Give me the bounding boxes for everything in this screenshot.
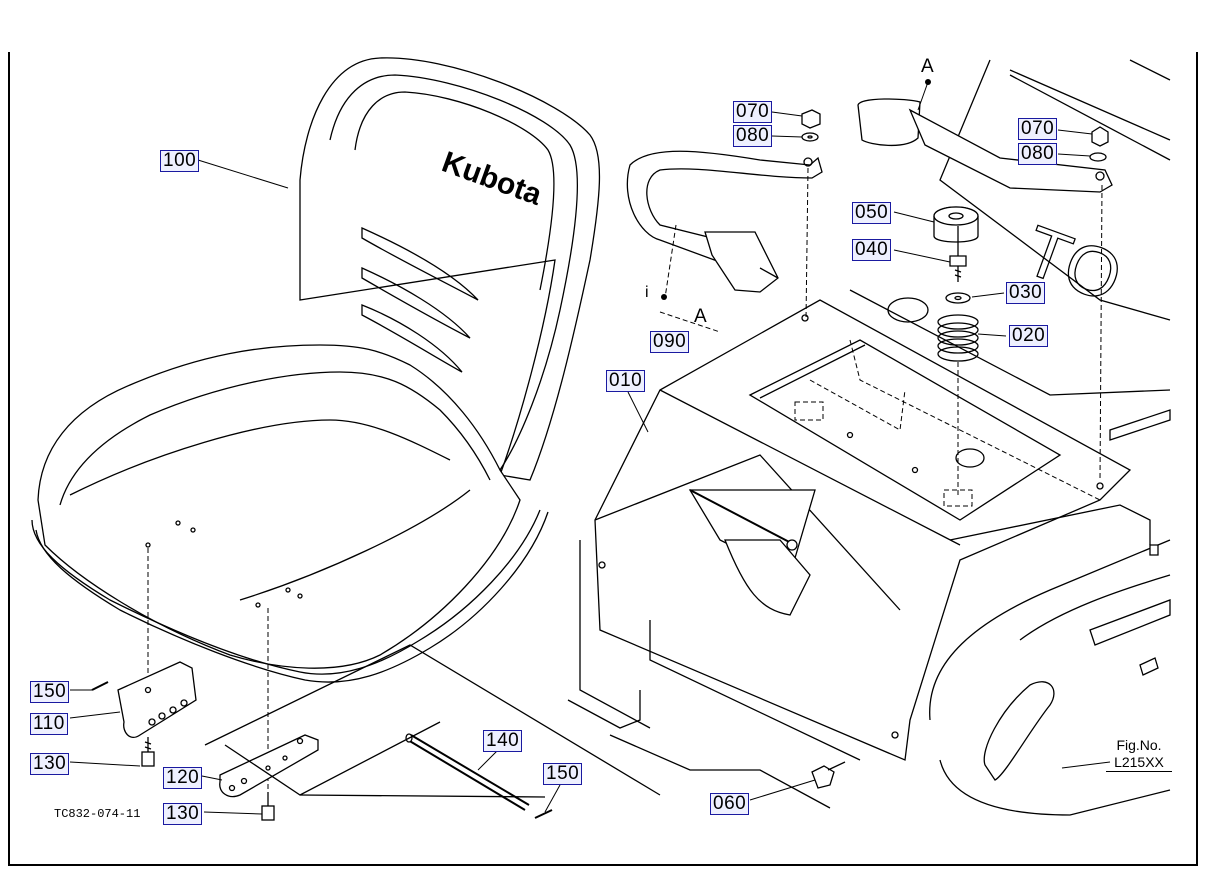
callout-130-lower: 130	[163, 803, 203, 825]
callout-120: 120	[163, 767, 203, 789]
callout-040: 040	[852, 239, 892, 261]
cushion-part-050	[933, 206, 979, 243]
nut-washer-part-070-080-right	[1089, 126, 1109, 162]
callout-080-right: 080	[1018, 143, 1058, 165]
callout-060: 060	[710, 793, 750, 815]
callout-070-right: 070	[1018, 118, 1058, 140]
bolt-part-060	[811, 761, 846, 789]
callout-090: 090	[650, 331, 690, 353]
callout-030: 030	[1006, 282, 1046, 304]
callout-070-left: 070	[733, 101, 773, 123]
callout-150-left: 150	[30, 681, 70, 703]
washer-part-030	[945, 292, 971, 304]
rod-part-140	[405, 733, 530, 811]
callout-080-left: 080	[733, 125, 773, 147]
fig-no-value: L215XX	[1106, 754, 1172, 772]
callout-130-upper: 130	[30, 753, 70, 775]
bracket-part-110	[117, 661, 197, 738]
nut-washer-part-070-080-left	[801, 109, 821, 142]
callout-020: 020	[1009, 325, 1049, 347]
marker-a-left: A	[694, 306, 707, 327]
callout-140: 140	[483, 730, 523, 752]
fig-no-label: Fig.No.	[1116, 737, 1162, 753]
callout-150-right: 150	[543, 763, 583, 785]
figure-code: TC832-074-11	[54, 807, 141, 821]
spring-part-020	[937, 314, 979, 362]
marker-i-left: i	[645, 284, 649, 301]
callout-100: 100	[160, 150, 200, 172]
seat-part-100: Kubota	[31, 57, 601, 683]
callout-010: 010	[606, 370, 646, 392]
diagram-frame	[8, 52, 1198, 866]
callout-110: 110	[30, 713, 68, 735]
seatbelt-part-090	[626, 150, 823, 293]
base-part-010	[567, 297, 1151, 809]
fig-no-block: Fig.No. L215XX	[1106, 737, 1172, 772]
marker-a-top: A	[921, 56, 934, 77]
bracket-part-120	[219, 734, 319, 798]
bolt-part-040	[949, 255, 967, 282]
bolt-part-130b	[261, 792, 275, 821]
seatbelt-right	[857, 79, 1113, 193]
bolt-part-130a	[141, 737, 155, 767]
callout-050: 050	[852, 202, 892, 224]
